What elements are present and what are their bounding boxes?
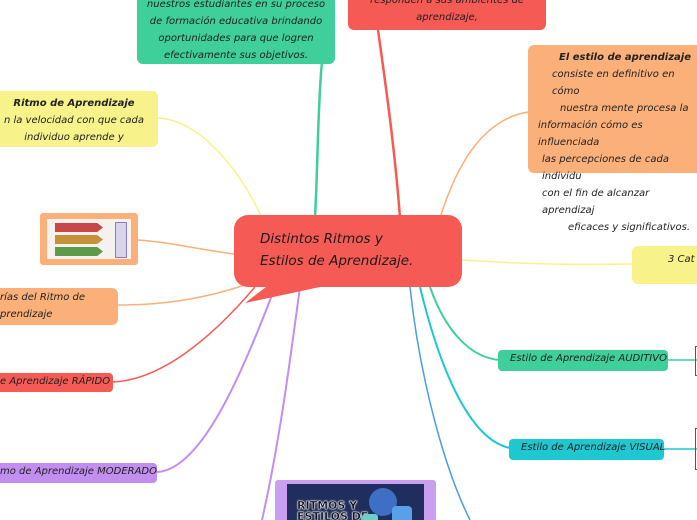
topic-ritmo-aprendizaje[interactable]: Ritmo de Aprendizaje n la velocidad con … [0, 91, 158, 147]
topic-ritmo-title: Ritmo de Aprendizaje [13, 98, 135, 109]
image-banner-content: RITMOS Y ESTILOS DE [287, 484, 424, 520]
topic-estilo-visual[interactable]: Estilo de Aprendizaje VISUAL [509, 439, 666, 460]
topic-ritmo-moderado[interactable]: mo de Aprendizaje MODERADO [0, 463, 157, 483]
topic-objetivos-line: oportunidades para que logren [158, 33, 314, 44]
image-banner-title: RITMOS Y ESTILOS DE [297, 499, 369, 520]
link-auditivo [429, 286, 501, 361]
image-thumbnail[interactable] [40, 213, 138, 265]
thumb-arrow-orange [55, 235, 103, 244]
topic-ritmo-moderado-label: mo de Aprendizaje MODERADO [0, 466, 157, 477]
topic-ambientes[interactable]: responden a sus ambientes de aprendizaje… [348, 0, 546, 30]
topic-ritmo-line: n la velocidad con que cada [3, 115, 145, 126]
topic-estilo-aprendizaje[interactable]: El estilo de aprendizaje consiste en def… [528, 45, 697, 233]
topic-estilo-line: consiste en definitivo en cómo [552, 69, 675, 97]
link-ritmo [157, 117, 263, 219]
image-banner-line: RITMOS Y [297, 499, 358, 512]
topic-estilo-line: información cómo es influenciada [538, 120, 643, 148]
central-callout-tail [245, 284, 320, 303]
link-top-center [313, 61, 324, 219]
link-thumb [137, 239, 243, 256]
image-banner-line: ESTILOS DE [297, 510, 369, 520]
topic-estilo-auditivo[interactable]: Estilo de Aprendizaje AUDITIVO [498, 350, 668, 371]
topic-ambientes-line: responden a sus ambientes de [370, 0, 524, 6]
topic-objetivos-line: nuestros estudiantes en su proceso [146, 0, 326, 10]
image-thumbnail-content [47, 219, 131, 259]
link-cat-ritmo [117, 284, 246, 306]
topic-categorias-ritmo[interactable]: rías del Ritmo de prendizaje [0, 288, 118, 325]
central-topic-line: Estilos de Aprendizaje. [260, 253, 414, 269]
topic-objetivos[interactable]: nuestros estudiantes en su proceso de fo… [137, 0, 335, 64]
central-topic[interactable]: Distintos Ritmos y Estilos de Aprendizaj… [234, 215, 462, 287]
topic-ritmo-rapido-label: e Aprendizaje RÁPIDO [0, 376, 111, 387]
topic-estilo-line: eficaces y significativos. [568, 222, 691, 233]
visual-children-bracket [695, 428, 697, 470]
banner-figure-icon [392, 506, 412, 520]
link-visual [419, 286, 511, 449]
topic-categorias-ritmo-line: prendizaje [0, 309, 53, 320]
topic-categorias-ritmo-line: rías del Ritmo de [0, 292, 86, 303]
link-cat-right [461, 259, 633, 266]
topic-3-categorias[interactable]: 3 Cat [632, 246, 697, 284]
topic-estilo-auditivo-label: Estilo de Aprendizaje AUDITIVO [510, 353, 667, 364]
link-bottom [409, 286, 471, 520]
topic-ritmo-rapido[interactable]: e Aprendizaje RÁPIDO [0, 373, 113, 392]
topic-estilo-visual-label: Estilo de Aprendizaje VISUAL [521, 442, 666, 453]
thumb-arrow-green [55, 247, 103, 256]
topic-ritmo-line: individuo aprende y [24, 132, 124, 143]
topic-estilo-line: nuestra mente procesa la [560, 103, 689, 114]
topic-objetivos-line: de formación educativa brindando [149, 16, 323, 27]
link-top-right [376, 29, 402, 219]
topic-objetivos-line: efectivamente sus objetivos. [163, 50, 308, 61]
topic-estilo-title: El estilo de aprendizaje [559, 52, 691, 63]
topic-estilo-line: con el fin de alcanzar aprendizaj [542, 188, 650, 216]
banner-figure-icon [362, 514, 378, 520]
image-banner[interactable]: RITMOS Y ESTILOS DE [275, 480, 436, 520]
thumb-side-label [115, 222, 127, 258]
topic-3-categorias-label: 3 Cat [668, 254, 695, 265]
link-rapido [112, 286, 256, 383]
topic-estilo-line: las percepciones de cada individu [542, 154, 669, 182]
thumb-arrow-red [55, 223, 103, 232]
auditivo-children-bracket [695, 346, 697, 376]
link-estilo [439, 111, 529, 219]
link-moderado [156, 286, 276, 473]
central-topic-line: Distintos Ritmos y [260, 231, 383, 247]
link-banner [261, 286, 301, 520]
topic-ambientes-line: aprendizaje, [416, 12, 478, 23]
